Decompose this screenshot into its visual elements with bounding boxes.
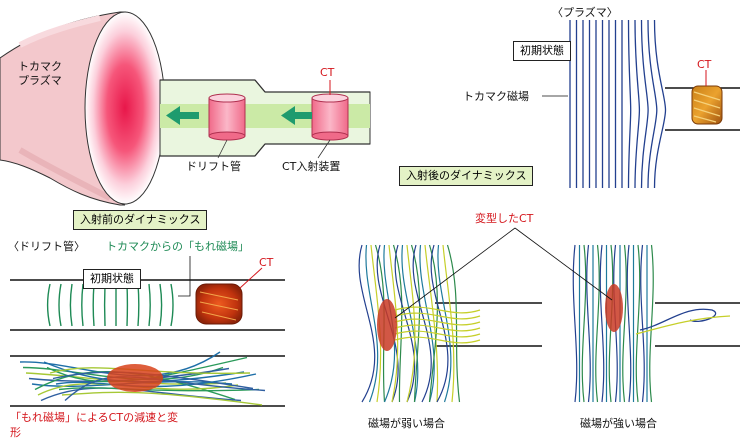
motion-arrow-left xyxy=(166,106,199,125)
drift-tube-dynamics xyxy=(10,256,285,407)
weak-field-lines xyxy=(358,244,481,403)
ct-decelerated xyxy=(107,364,163,392)
field-line xyxy=(634,19,641,189)
weak-line-horizontal xyxy=(394,324,481,332)
field-line xyxy=(640,19,649,189)
tokamak-apparatus xyxy=(0,11,371,206)
ct-injector-label: CT入射装置 xyxy=(282,160,341,173)
leak-field-label: トカマクからの「もれ磁場」 xyxy=(106,240,249,253)
weak-line xyxy=(437,244,452,403)
weak-line xyxy=(428,244,439,403)
deformed-line xyxy=(61,391,263,406)
drift-tube-label: ドリフト管 xyxy=(186,160,241,173)
tokamak-field-label: トカマク磁場 xyxy=(463,90,529,103)
ct-label-injector: CT xyxy=(320,66,335,79)
weak-line xyxy=(358,244,376,403)
ct-drift-cylinder xyxy=(208,93,246,141)
weak-line-horizontal xyxy=(394,336,481,344)
weak-line xyxy=(365,244,379,403)
weak-line xyxy=(394,244,416,403)
strong-line xyxy=(572,244,578,403)
ct-bottom-left xyxy=(195,283,243,325)
leak-field-line xyxy=(69,283,73,327)
strong-line xyxy=(599,244,605,403)
weak-line xyxy=(419,244,435,403)
strong-loop xyxy=(639,308,717,331)
weak-line-horizontal xyxy=(394,318,481,326)
leak-field-line xyxy=(170,283,174,327)
weak-line xyxy=(406,244,416,403)
ct-label-top-right: CT xyxy=(697,58,712,71)
tokamak-field-lines xyxy=(569,19,667,189)
ct-label-bottom-left: CT xyxy=(259,256,274,269)
weak-line xyxy=(446,244,461,403)
field-line xyxy=(647,19,658,189)
ct-top-right xyxy=(691,85,723,125)
weak-line-horizontal xyxy=(394,306,481,314)
strong-line xyxy=(581,244,587,403)
motion-arrow-right xyxy=(281,106,312,125)
deceleration-caption-line2: 形 xyxy=(10,426,21,439)
weak-field-label: 磁場が弱い場合 xyxy=(368,417,445,430)
tokamak-plasma-label-line1: トカマク xyxy=(18,60,62,73)
strong-line xyxy=(640,244,645,403)
strong-line xyxy=(622,244,627,403)
weak-line xyxy=(412,244,432,403)
leak-field-line xyxy=(46,283,51,327)
leak-field-line xyxy=(137,283,140,327)
plasma-bracket-label: 〈プラズマ〉 xyxy=(552,6,618,19)
leak-field-line xyxy=(92,283,95,327)
ct-injector-cylinder xyxy=(311,93,349,141)
strong-loop-yellow xyxy=(635,315,731,335)
strong-field-lines xyxy=(572,244,731,403)
weak-line xyxy=(410,244,421,403)
leak-field-line xyxy=(148,283,151,327)
plasma-cross-section xyxy=(84,11,166,205)
deceleration-caption-line1: 「もれ磁場」によるCTの減速と変 xyxy=(10,411,179,424)
leak-field-line xyxy=(81,283,84,327)
tokamak-field-panel xyxy=(542,19,740,189)
weak-line xyxy=(401,244,419,403)
field-line xyxy=(653,19,667,189)
strong-field-label: 磁場が強い場合 xyxy=(580,417,657,430)
dynamics-after-box: 入射後のダイナミックス xyxy=(399,166,534,186)
weak-line xyxy=(442,244,455,403)
leak-field-line xyxy=(159,283,163,327)
ct-deformed-weak xyxy=(377,299,397,351)
strong-line xyxy=(635,244,641,403)
ct-deformed-strong xyxy=(605,284,623,332)
drift-tube-bracket-label: 〈ドリフト管〉 xyxy=(8,240,85,253)
strong-line xyxy=(586,244,591,403)
initial-state-box-top: 初期状態 xyxy=(513,41,571,61)
leak-field-lines xyxy=(46,283,174,327)
initial-state-box-bottom: 初期状態 xyxy=(83,269,141,289)
weak-field-panel xyxy=(358,244,542,403)
weak-line xyxy=(430,244,449,403)
strong-line xyxy=(595,244,600,403)
weak-line-horizontal xyxy=(394,312,481,320)
strong-line xyxy=(626,244,632,403)
strong-field-panel xyxy=(572,244,740,403)
tokamak-plasma-label-line2: プラズマ xyxy=(18,74,62,87)
dynamics-before-box: 入射前のダイナミックス xyxy=(73,210,208,230)
leak-field-line xyxy=(58,283,62,327)
deformed-ct-label: 変型したCT xyxy=(475,212,534,225)
weak-line-horizontal xyxy=(394,330,481,338)
field-line xyxy=(627,19,632,189)
strong-line xyxy=(649,244,654,403)
